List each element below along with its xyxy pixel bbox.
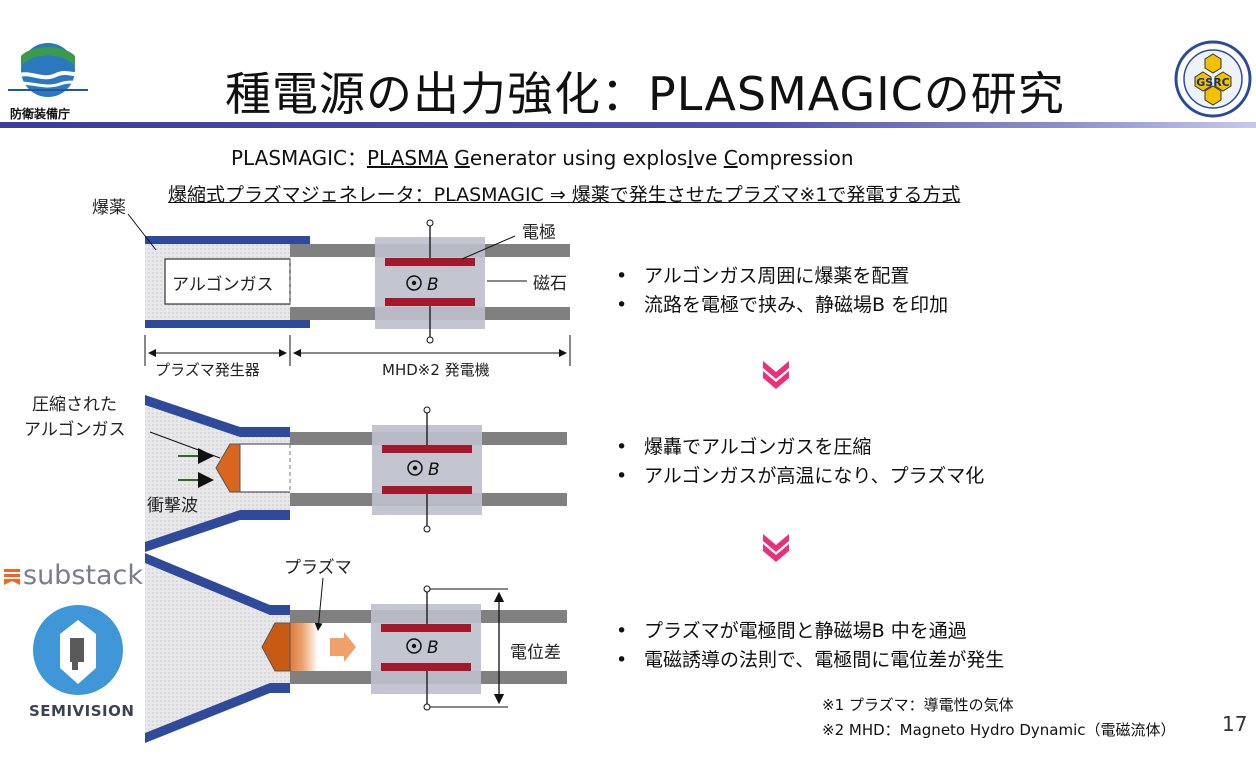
label-plasma: プラズマ bbox=[284, 558, 352, 578]
agency-name: 防衛装備庁 bbox=[10, 107, 71, 121]
terminal-top bbox=[423, 406, 431, 414]
chevron-down-icon bbox=[763, 361, 789, 389]
liner-top-converging bbox=[145, 395, 290, 437]
acronym-prefix: PLASMAGIC： bbox=[231, 146, 367, 170]
step-3-bullets: プラズマが電極間と静磁場B 中を通過 電磁誘導の法則で、電極間に電位差が発生 bbox=[610, 617, 1004, 675]
label-argon: アルゴンガス bbox=[172, 275, 274, 295]
electrode-bottom bbox=[385, 298, 475, 306]
slide-title: 種電源の出力強化：PLASMAGICの研究 bbox=[225, 67, 1065, 121]
argon-region bbox=[164, 258, 291, 305]
b-field-dot bbox=[411, 643, 417, 649]
label-generator: プラズマ発生器 bbox=[155, 361, 260, 379]
bullet-item: 爆轟でアルゴンガスを圧縮 bbox=[610, 433, 984, 462]
semivision-text: SEMIVISION bbox=[29, 702, 135, 720]
acronym-part: I bbox=[687, 146, 694, 170]
acronym-part: ompression bbox=[737, 146, 854, 170]
subtitle-acronym: PLASMAGIC：PLASMA Generator using explosI… bbox=[231, 142, 854, 171]
substack-watermark: substack bbox=[3, 560, 143, 591]
b-field-symbol bbox=[406, 275, 422, 291]
liner-bottom-converging bbox=[145, 510, 290, 552]
stage-3-diagram: B bbox=[145, 553, 567, 743]
bullet-item: アルゴンガス周囲に爆薬を配置 bbox=[610, 262, 948, 291]
electrode-bottom bbox=[381, 663, 471, 671]
semivision-logo-icon bbox=[33, 605, 123, 695]
b-field-dot bbox=[411, 280, 417, 286]
substack-icon bbox=[4, 568, 20, 585]
label-potential: 電位差 bbox=[510, 643, 561, 663]
spent-explosive bbox=[145, 560, 290, 737]
liner-bottom-converging bbox=[145, 683, 290, 743]
acronym-part: G bbox=[454, 146, 470, 170]
liner-top bbox=[145, 236, 310, 244]
b-field-symbol bbox=[407, 460, 423, 476]
compressed-argon-area bbox=[240, 444, 290, 492]
label-magnet: 磁石 bbox=[533, 274, 567, 294]
electrode-bottom bbox=[382, 486, 472, 494]
label-electrode: 電極 bbox=[522, 223, 556, 243]
acronym-part: ve bbox=[693, 146, 724, 170]
bullet-item: 流路を電極で挟み、静磁場B を印加 bbox=[610, 291, 948, 320]
label-mhd: MHD※2 発電機 bbox=[382, 361, 490, 379]
footnote-1: ※1 プラズマ：導電性の気体 bbox=[822, 696, 1014, 714]
electrode-top bbox=[382, 445, 472, 453]
step-2-bullets: 爆轟でアルゴンガスを圧縮 アルゴンガスが高温になり、プラズマ化 bbox=[610, 433, 984, 491]
liner-top-converging bbox=[145, 553, 290, 615]
electrode-top bbox=[381, 624, 471, 632]
acronym-part: PLASMA bbox=[367, 146, 448, 170]
liner-bottom bbox=[145, 320, 310, 328]
magnet-box bbox=[371, 604, 481, 694]
bullet-item: プラズマが電極間と静磁場B 中を通過 bbox=[610, 617, 1004, 646]
plasma-direction-arrow bbox=[330, 632, 356, 662]
b-field-dot bbox=[412, 465, 418, 471]
plasma-front bbox=[261, 622, 291, 672]
svg-text:GSRC: GSRC bbox=[1196, 76, 1230, 89]
plasma-callout bbox=[314, 577, 324, 631]
bullet-item: アルゴンガスが高温になり、プラズマ化 bbox=[610, 462, 984, 491]
footnote-2: ※2 MHD：Magneto Hydro Dynamic（電磁流体） bbox=[822, 721, 1176, 739]
electrode-top bbox=[385, 258, 475, 266]
label-compressed-line1: 圧縮された bbox=[32, 395, 117, 415]
terminal-top bbox=[426, 219, 434, 227]
compressed-argon bbox=[215, 443, 241, 493]
substack-text: substack bbox=[23, 560, 143, 591]
acronym-part: C bbox=[723, 146, 738, 170]
stage-1-diagram: B bbox=[127, 213, 571, 366]
b-label: B bbox=[427, 275, 439, 295]
terminal-bottom bbox=[423, 525, 431, 533]
b-field-symbol bbox=[406, 638, 422, 654]
electrode-callout bbox=[461, 235, 516, 260]
bullet-item: 電磁誘導の法則で、電極間に電位差が発生 bbox=[610, 646, 1004, 675]
label-compressed-line2: アルゴンガス bbox=[24, 420, 126, 440]
label-shockwave: 衝撃波 bbox=[147, 496, 198, 516]
terminal-bottom bbox=[423, 703, 431, 711]
gsrc-emblem: GSRC bbox=[1174, 40, 1252, 118]
chevron-down-icon bbox=[763, 534, 789, 562]
explosive-callout bbox=[127, 213, 157, 251]
terminal-bottom bbox=[426, 336, 434, 344]
page-number: 17 bbox=[1222, 712, 1248, 736]
b-label: B bbox=[428, 460, 440, 480]
terminal-top bbox=[423, 585, 431, 593]
label-explosive: 爆薬 bbox=[92, 198, 126, 218]
agency-logo bbox=[8, 42, 88, 104]
stage-2-diagram: B bbox=[145, 395, 567, 552]
b-label: B bbox=[427, 638, 439, 658]
plasmagic-diagram: B B bbox=[127, 213, 571, 743]
step-1-bullets: アルゴンガス周囲に爆薬を配置 流路を電極で挟み、静磁場B を印加 bbox=[610, 262, 948, 320]
title-rule bbox=[0, 122, 1256, 128]
acronym-part: enerator using explos bbox=[469, 146, 688, 170]
subtitle-definition: 爆縮式プラズマジェネレータ：PLASMAGIC ⇒ 爆薬で発生させたプラズマ※1… bbox=[168, 184, 961, 206]
compressed-callout bbox=[149, 431, 221, 459]
